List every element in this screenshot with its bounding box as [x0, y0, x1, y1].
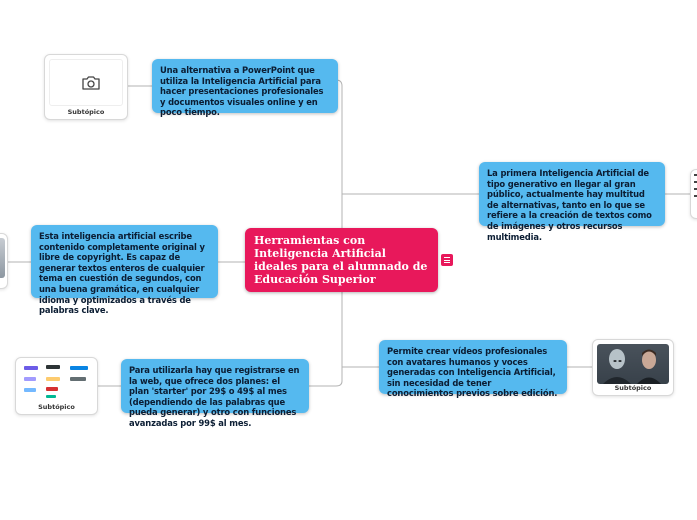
topic-text: La primera Inteligencia Artificial de ti…: [487, 168, 652, 242]
subtopic-label: Subtópico: [38, 403, 75, 411]
subtopic-label: Subtópico: [67, 108, 105, 116]
subtopic-video-card[interactable]: Subtópico: [592, 339, 674, 396]
subtopic-left-edge-card[interactable]: [0, 233, 8, 289]
video-thumbnail: [597, 344, 669, 384]
subtopic-right-edge-text: [694, 174, 697, 197]
central-topic-title: Herramientas con Inteligencia Artificial…: [254, 234, 428, 286]
topic-text: Esta inteligencia artificial escribe con…: [39, 231, 205, 316]
subtopic-label: Subtópico: [614, 384, 652, 392]
topic-ai-writer[interactable]: Esta inteligencia artificial escribe con…: [31, 225, 218, 315]
subtopic-camera-card[interactable]: Subtópico: [44, 54, 128, 120]
topic-text: Permite crear vídeos profesionales con a…: [387, 346, 558, 399]
subtopic-logos-card[interactable]: Subtópico: [15, 357, 98, 415]
topic-ai-videos[interactable]: Permite crear vídeos profesionales con a…: [379, 340, 567, 398]
subtopic-left-edge-image: [0, 238, 5, 278]
tool-logos: [24, 365, 88, 398]
people-image: [603, 349, 661, 384]
image-placeholder: [49, 59, 123, 106]
topic-pricing-plans[interactable]: Para utilizarla hay que registrarse en l…: [121, 359, 309, 428]
topic-powerpoint-alternative[interactable]: Una alternativa a PowerPoint que utiliza…: [152, 59, 338, 117]
logos-image: [20, 362, 93, 402]
notes-icon[interactable]: [441, 254, 453, 266]
camera-icon: [82, 76, 100, 90]
central-topic[interactable]: Herramientas con Inteligencia Artificial…: [245, 228, 438, 292]
topic-text: Para utilizarla hay que registrarse en l…: [129, 365, 300, 428]
subtopic-right-edge-card[interactable]: [690, 169, 697, 219]
topic-first-generative-ai[interactable]: La primera Inteligencia Artificial de ti…: [479, 162, 665, 242]
topic-text: Una alternativa a PowerPoint que utiliza…: [160, 65, 324, 118]
